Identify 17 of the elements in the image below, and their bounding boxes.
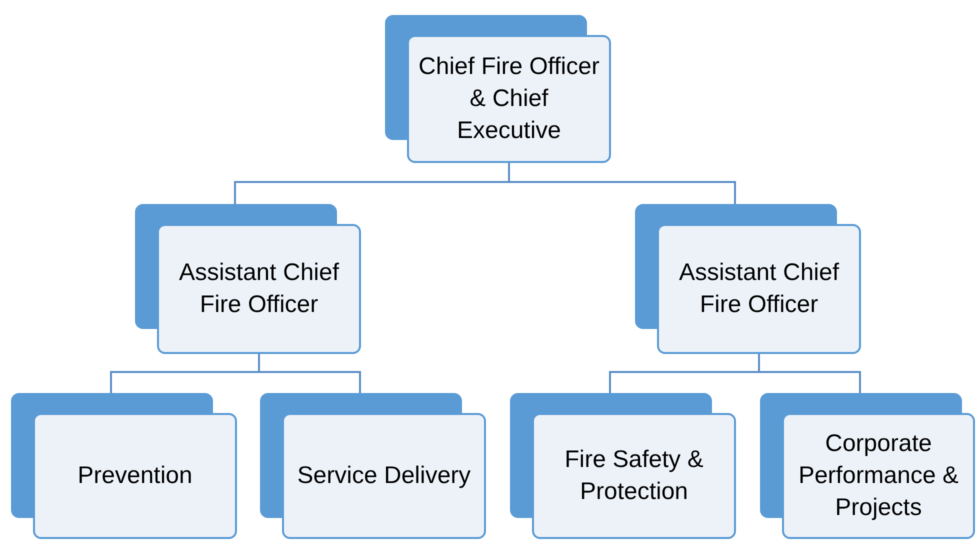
position-card — [635, 204, 861, 354]
position-title: Corporate Performance & Projects — [797, 429, 960, 523]
position-card — [385, 15, 611, 163]
position-title: Prevention — [78, 461, 192, 491]
position-title: Service Delivery — [297, 461, 471, 491]
connector-line — [758, 354, 861, 393]
position-card — [510, 393, 736, 539]
position-card — [11, 393, 237, 539]
position-title: Fire Safety & Protection — [564, 445, 704, 507]
connector-line — [258, 354, 361, 393]
position-card — [760, 393, 975, 539]
position-title: Assistant Chief Fire Officer — [678, 258, 840, 320]
position-title: Assistant Chief Fire Officer — [178, 258, 340, 320]
connector-line — [508, 163, 736, 204]
position-card — [135, 204, 361, 354]
position-title: Chief Fire Officer & Chief Executive — [418, 52, 600, 146]
position-card — [260, 393, 486, 539]
